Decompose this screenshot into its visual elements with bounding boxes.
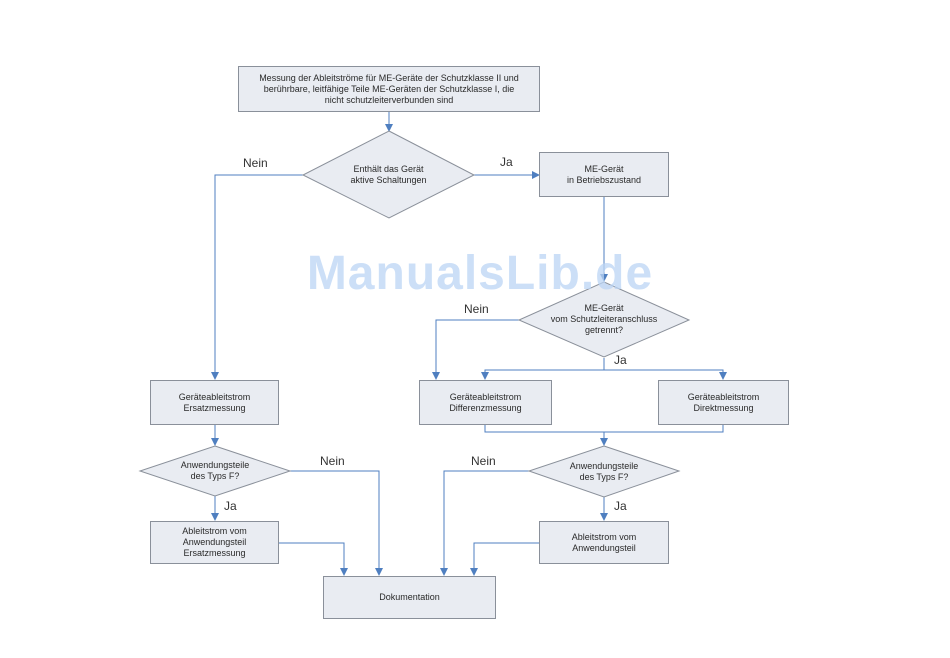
- edge-label-disc-no: Nein: [464, 302, 489, 316]
- operating-state-box: ME-Gerät in Betriebszustand: [539, 152, 669, 197]
- edge-active-no: [211, 174, 303, 380]
- edge-label-typf-left-no: Nein: [320, 454, 345, 468]
- edge-typf-left-no: [290, 470, 383, 576]
- edge-typf-right-no: [440, 470, 529, 576]
- decision-disconnected-shape: [517, 281, 691, 358]
- edge-diff-direct-merge: [484, 425, 724, 433]
- edge-disc-yes-left: [481, 358, 605, 380]
- edge-label-active-yes: Ja: [500, 155, 513, 169]
- edge-disc-no: [432, 319, 519, 380]
- decision-typf-right-shape: [527, 445, 681, 498]
- edge-label-disc-yes: Ja: [614, 353, 627, 367]
- applied-part-equivalent-box: Ableitstrom vom Anwendungsteil Ersatzmes…: [150, 521, 279, 564]
- decision-active-shape: [301, 130, 476, 219]
- edge-label-typf-right-no: Nein: [471, 454, 496, 468]
- start-box: Messung der Ableitströme für ME-Geräte d…: [238, 66, 540, 112]
- edge-disc-yes-right: [604, 369, 727, 380]
- decision-typf-left-shape: [138, 445, 292, 497]
- watermark: ManualsLib.de: [306, 247, 654, 300]
- direct-measurement-box: Geräteableitstrom Direktmessung: [658, 380, 789, 425]
- edge-label-active-no: Nein: [243, 156, 268, 170]
- decision-typf-left-label: Anwendungsteile des Typs F?: [180, 460, 250, 481]
- edge-label-typf-left-yes: Ja: [224, 499, 237, 513]
- applied-part-box: Ableitstrom vom Anwendungsteil: [539, 521, 669, 564]
- decision-active-label: Enthält das Gerät aktive Schaltungen: [350, 163, 427, 185]
- decision-typf-right-label: Anwendungsteile des Typs F?: [569, 460, 639, 482]
- documentation-box: Dokumentation: [323, 576, 496, 619]
- edge-applied-to-doc: [470, 542, 539, 576]
- edge-label-typf-right-yes: Ja: [614, 499, 627, 513]
- differential-measurement-box: Geräteableitstrom Differenzmessung: [419, 380, 552, 425]
- decision-disconnected-label: ME-Gerät vom Schutzleiteranschluss getre…: [550, 303, 658, 335]
- equivalent-measurement-box: Geräteableitstrom Ersatzmessung: [150, 380, 279, 425]
- edge-applied-equiv-to-doc: [279, 542, 348, 576]
